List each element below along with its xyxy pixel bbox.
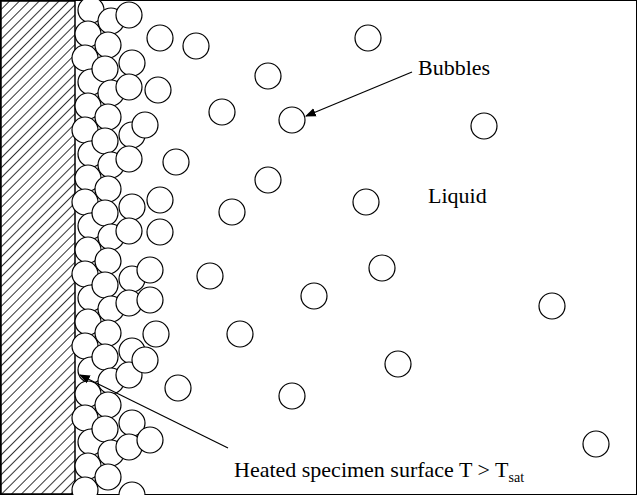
- bubble-group: [72, 0, 609, 495]
- bubble: [95, 248, 121, 274]
- bubble: [209, 99, 235, 125]
- region-label: Liquid: [426, 184, 489, 208]
- bubble: [353, 189, 379, 215]
- surface-label: Heated specimen surface T > Tsat: [232, 458, 526, 482]
- bubble: [116, 2, 142, 28]
- bubble: [255, 167, 281, 193]
- bubble: [92, 128, 118, 154]
- surface-text: Heated specimen surface T > T: [234, 457, 508, 482]
- bubble: [92, 416, 118, 442]
- bubble: [92, 56, 118, 82]
- leader-line: [80, 375, 228, 448]
- bubble: [163, 149, 189, 175]
- callout-label: Bubbles: [416, 56, 492, 80]
- bubble: [145, 77, 171, 103]
- bubble: [95, 176, 121, 202]
- bubble: [183, 33, 209, 59]
- bubble: [355, 25, 381, 51]
- bubble: [132, 112, 158, 138]
- bubble: [255, 63, 281, 89]
- bubble: [116, 74, 142, 100]
- bubble: [132, 347, 158, 373]
- bubble: [279, 383, 305, 409]
- bubble: [116, 146, 142, 172]
- bubble: [385, 351, 411, 377]
- heated-wall: [1, 1, 75, 494]
- subscript: sat: [508, 470, 524, 485]
- bubble: [137, 257, 163, 283]
- wall-outline: [1, 1, 75, 494]
- bubble: [137, 287, 163, 313]
- bubble: [116, 218, 142, 244]
- leader-line: [306, 72, 412, 116]
- bubble: [147, 187, 173, 213]
- bubble: [147, 219, 173, 245]
- bubble: [583, 431, 609, 457]
- bubble: [92, 272, 118, 298]
- bubble: [369, 255, 395, 281]
- bubble: [119, 194, 145, 220]
- bubble: [137, 427, 163, 453]
- bubble: [165, 375, 191, 401]
- bubble: [219, 199, 245, 225]
- bubble: [72, 477, 98, 495]
- bubble: [119, 482, 145, 495]
- bubble: [301, 283, 327, 309]
- bubble: [539, 293, 565, 319]
- bubble: [143, 321, 169, 347]
- bubble: [95, 320, 121, 346]
- bubble: [471, 113, 497, 139]
- bubble: [95, 464, 121, 490]
- bubble: [95, 392, 121, 418]
- bubble: [92, 344, 118, 370]
- bubble: [227, 321, 253, 347]
- bubble: [197, 263, 223, 289]
- bubble: [147, 25, 173, 51]
- bubble: [92, 200, 118, 226]
- bubble: [279, 107, 305, 133]
- bubble: [119, 50, 145, 76]
- bubble: [95, 32, 121, 58]
- bubble: [95, 104, 121, 130]
